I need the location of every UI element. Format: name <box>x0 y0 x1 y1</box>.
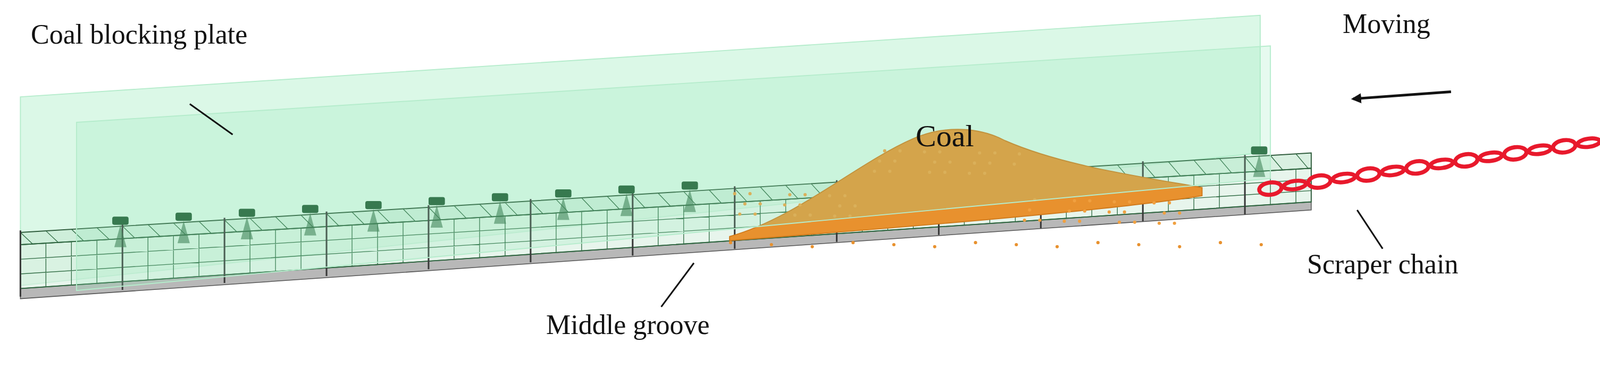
coal-grain <box>1096 240 1100 245</box>
coal-grain <box>1162 211 1167 215</box>
leader-line <box>661 263 694 307</box>
chain-link <box>1332 172 1356 184</box>
scraper-chain <box>1258 137 1600 197</box>
coal-grain <box>1073 199 1077 203</box>
chain-link <box>1430 158 1454 170</box>
coal-grain <box>1123 210 1127 214</box>
coal-grain <box>1177 211 1181 215</box>
chain-link <box>1258 180 1283 197</box>
part-label: Coal <box>915 119 975 154</box>
chain-link <box>1283 179 1307 191</box>
leader-line <box>189 104 233 136</box>
chain-link <box>1405 159 1430 175</box>
chain-link <box>1307 173 1332 190</box>
chain-link <box>1528 144 1552 156</box>
coal-grain <box>729 240 733 245</box>
coal-grain <box>1067 209 1071 213</box>
coal-grain <box>769 243 774 247</box>
leader-line <box>1356 210 1383 249</box>
coal-grain <box>1259 243 1263 247</box>
coal-grain <box>1137 243 1141 247</box>
coal-grain <box>1055 245 1059 249</box>
coal-grain <box>1087 199 1092 203</box>
chain-link <box>1380 165 1405 177</box>
coal-grain <box>1107 210 1111 214</box>
chain-link <box>1479 151 1503 163</box>
coal-grain <box>1023 218 1027 222</box>
coal-grain <box>1037 218 1042 222</box>
coal-grain <box>1133 220 1137 224</box>
chain-link <box>1503 145 1528 162</box>
blocking-plate <box>76 45 1271 291</box>
coal-grain <box>810 245 814 249</box>
coal-grain <box>1112 199 1116 204</box>
coal-grain <box>1167 200 1171 205</box>
motion-label: Moving <box>1342 8 1431 39</box>
moving-arrow <box>1353 91 1452 99</box>
chain-link <box>1454 152 1479 169</box>
part-label: Coal blocking plate <box>30 19 248 50</box>
coal-grain <box>851 240 855 245</box>
coal-grain <box>973 240 977 245</box>
coal-grain <box>1127 199 1132 204</box>
part-label: Middle groove <box>546 309 710 340</box>
chain-link <box>1356 166 1381 183</box>
coal-grain <box>1117 220 1121 224</box>
coal-grain <box>1014 243 1018 247</box>
coal-grain <box>1177 245 1181 249</box>
coal-grain <box>1173 221 1177 225</box>
part-label: Scraper chain <box>1307 248 1459 280</box>
chain-link <box>1552 138 1577 155</box>
coal-grain <box>1157 221 1161 225</box>
coal-grain <box>1027 208 1032 212</box>
chain-link <box>1577 137 1600 149</box>
coal-grain <box>1077 219 1082 223</box>
coal-grain <box>1152 200 1156 205</box>
coal-grain <box>1218 240 1222 245</box>
coal-grain <box>933 245 937 249</box>
coal-grain <box>892 243 896 247</box>
coal-grain <box>1062 219 1066 223</box>
coal-grain <box>1083 209 1087 213</box>
